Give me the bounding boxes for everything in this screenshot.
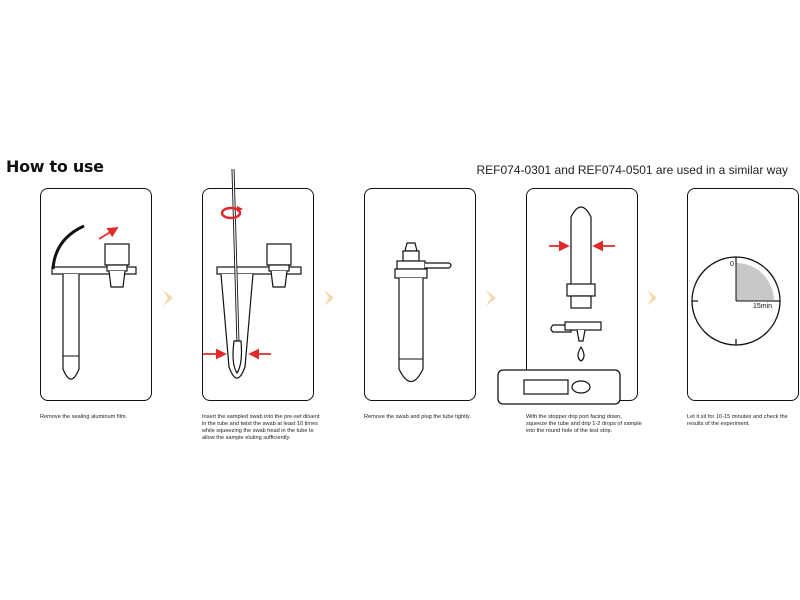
step-4-illustration xyxy=(549,206,615,362)
step-4-panel xyxy=(526,188,638,401)
peel-arrow-icon xyxy=(98,227,119,240)
step-3-illustration xyxy=(394,242,452,383)
tube-body xyxy=(398,278,424,383)
page-title: How to use xyxy=(6,157,104,176)
step-3-panel xyxy=(364,188,476,401)
swab-head xyxy=(232,340,243,375)
drip-port xyxy=(576,329,586,342)
tube-tab xyxy=(425,262,452,269)
aluminum-film xyxy=(51,224,85,270)
sample-well xyxy=(571,380,591,394)
timer-end-label: 15min xyxy=(753,303,773,310)
droplet-icon xyxy=(577,345,585,362)
tube-rim xyxy=(51,266,137,275)
step-5-panel: 0 15min xyxy=(687,188,799,401)
step-2-illustration xyxy=(203,168,302,379)
step-5-caption: Let it sit for 10-15 minutes and check t… xyxy=(687,414,788,427)
next-step-4-chevron-icon xyxy=(647,290,657,306)
step-2-panel xyxy=(202,168,314,401)
cap xyxy=(104,243,130,266)
timer-start-label: 0 xyxy=(730,261,734,268)
step-1-illustration xyxy=(51,224,137,380)
step-3-caption: Remove the swab and plug the tube tightl… xyxy=(364,414,471,420)
next-step-3-chevron-icon xyxy=(486,290,496,306)
stopper xyxy=(396,260,426,270)
step-4-caption: With the stopper drip port facing down, … xyxy=(526,414,642,434)
tube-body xyxy=(62,274,80,380)
step-1-caption: Remove the sealing aluminum film. xyxy=(40,414,128,420)
next-step-1-chevron-icon xyxy=(163,290,173,306)
step-5-illustration xyxy=(691,256,781,346)
step-1-panel xyxy=(40,188,152,401)
next-step-2-chevron-icon xyxy=(324,290,334,306)
twist-icon xyxy=(220,206,242,220)
result-window xyxy=(523,379,569,395)
step-2-caption: Insert the sampled swab into the pre-set… xyxy=(202,414,320,441)
stopper-tip xyxy=(404,242,418,252)
model-note: REF074-0301 and REF074-0501 are used in … xyxy=(476,163,788,177)
stopper xyxy=(570,295,592,309)
tube-body xyxy=(570,206,592,284)
elapsed-sector xyxy=(736,263,774,301)
test-strip xyxy=(497,369,621,405)
